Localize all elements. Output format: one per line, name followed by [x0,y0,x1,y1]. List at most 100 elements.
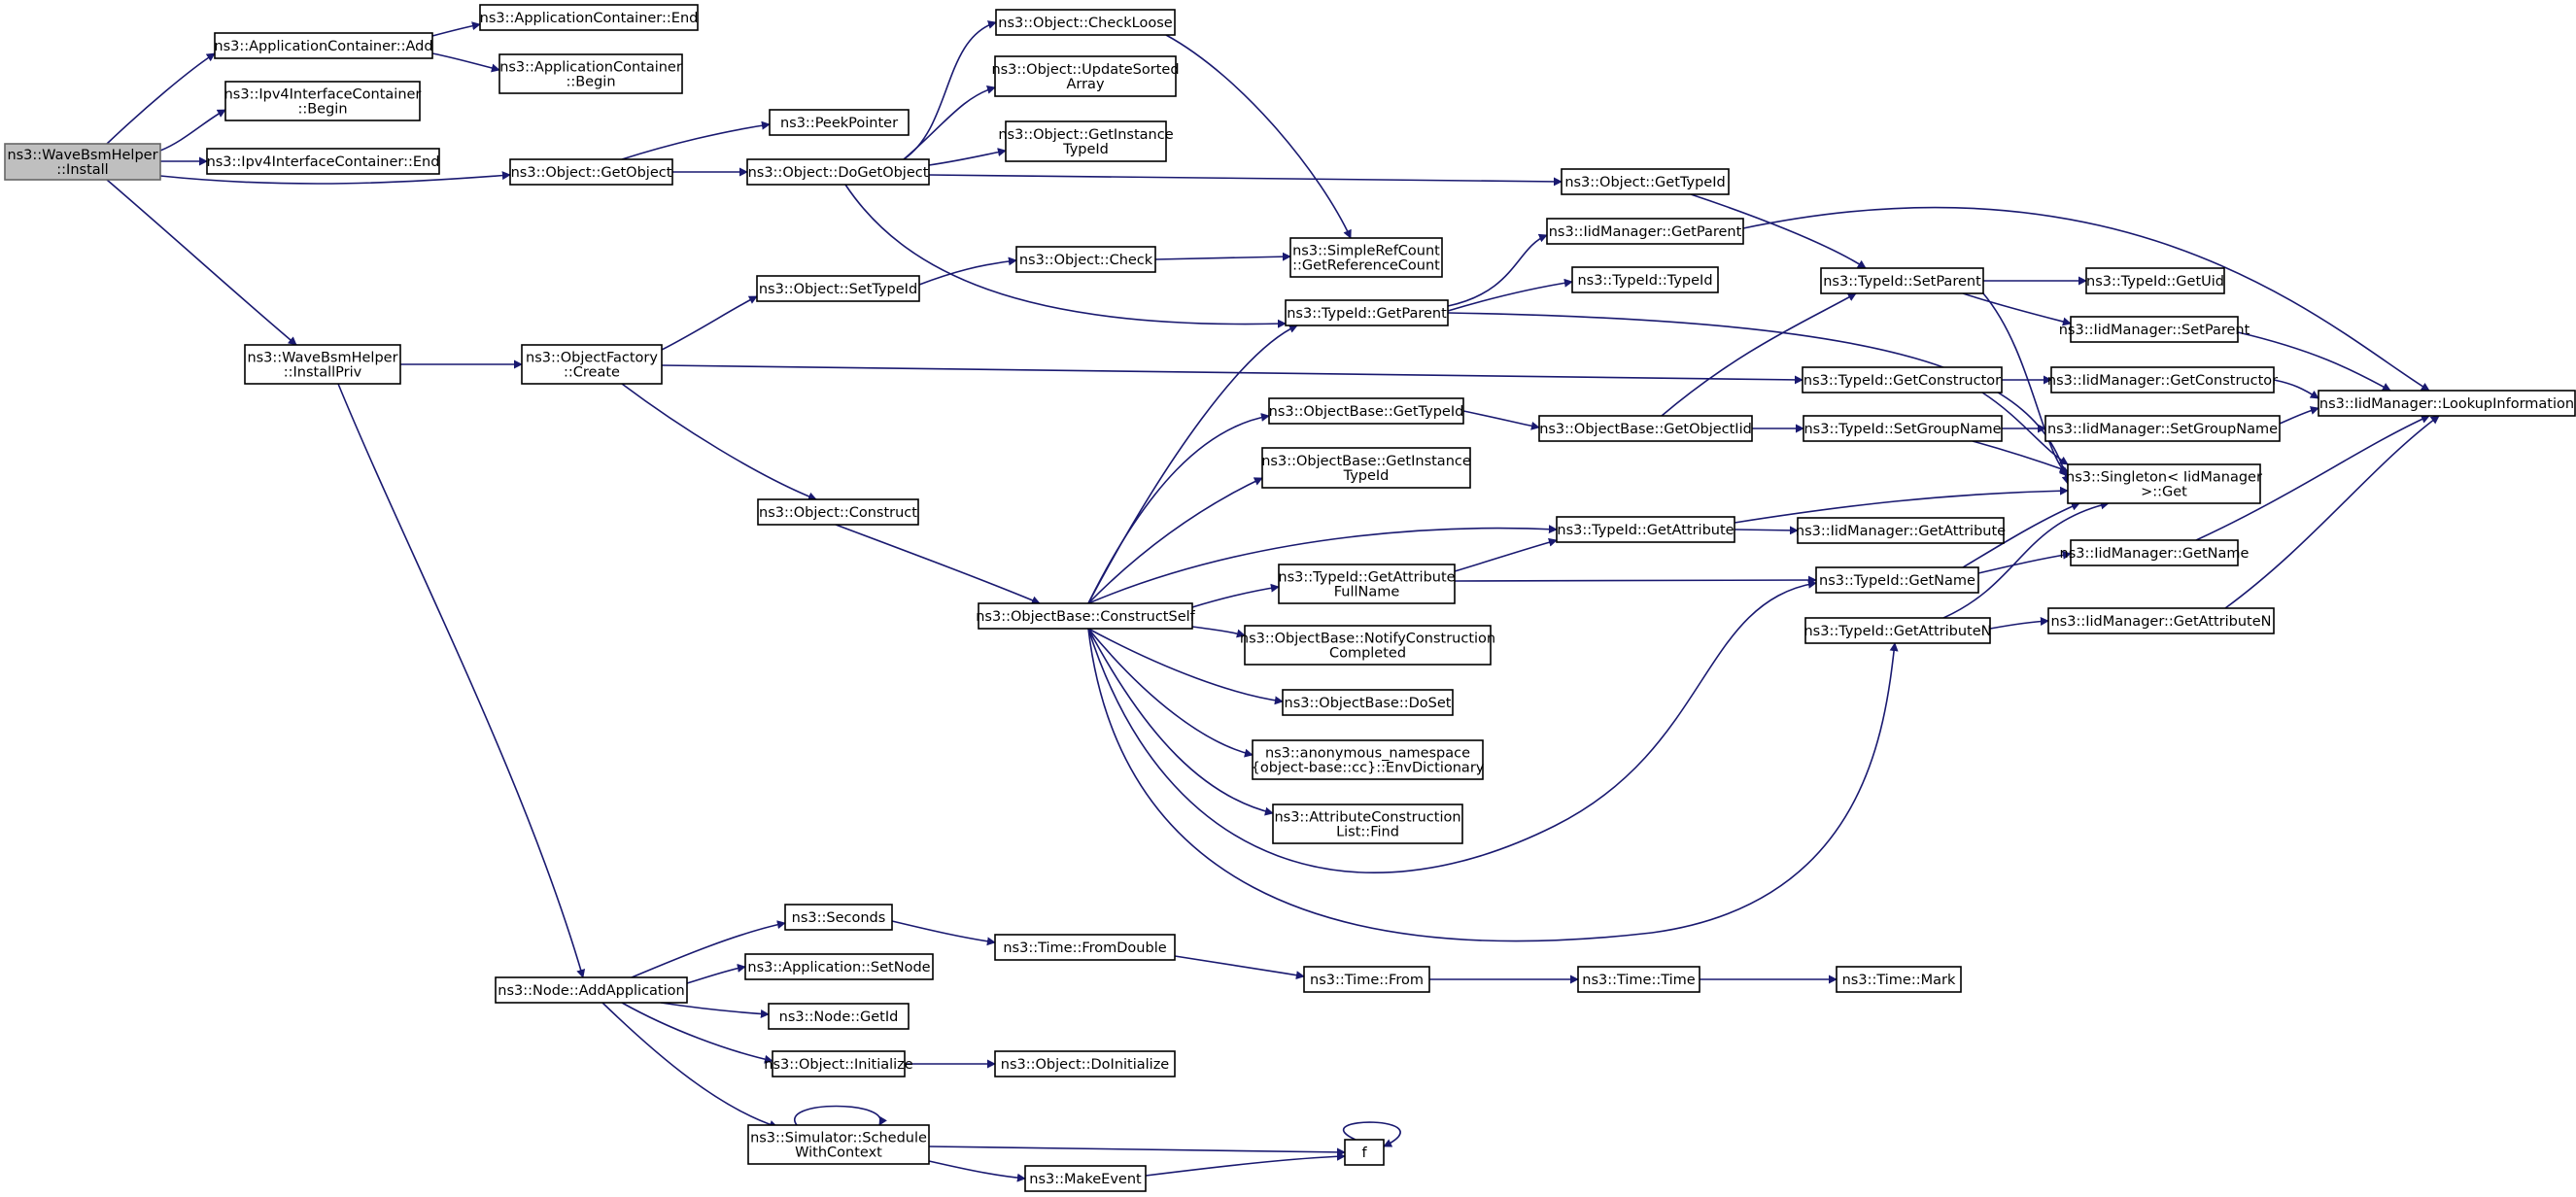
node-box [2044,415,2281,442]
nodes-layer: ns3::WaveBsmHelper::Installns3::Applicat… [4,4,2576,1192]
node-objbase-notify[interactable]: ns3::ObjectBase::NotifyConstructionCompl… [1240,625,1495,666]
node-obj-checkloose[interactable]: ns3::Object::CheckLoose [995,9,1176,36]
node-app-setnode[interactable]: ns3::Application::SetNode [744,953,934,980]
node-obj-getobject[interactable]: ns3::Object::GetObject [509,158,673,186]
node-box [1278,564,1456,604]
node-iid-setparent[interactable]: ns3::IidManager::SetParent [2059,316,2250,343]
node-iid-setgroupname[interactable]: ns3::IidManager::SetGroupName [2044,415,2281,442]
call-edge-objbase-constructself-to-objbase-getinstance [1087,477,1263,604]
call-edge-iid-getparent-to-iid-lookup [1742,206,2430,392]
node-obj-dogetobject[interactable]: ns3::Object::DoGetObject [746,158,930,186]
call-edge-typeid-getparent-to-iid-getparent [1447,233,1548,307]
call-edge-wave-install-to-ipv4-begin [159,109,226,152]
node-label: ns3::Object::UpdateSorted [991,62,1179,78]
node-iid-getconstructor[interactable]: ns3::IidManager::GetConstructor [2047,366,2278,393]
node-box [994,55,1177,97]
node-time-fromdouble[interactable]: ns3::Time::FromDouble [994,934,1176,961]
node-iid-getattributen[interactable]: ns3::IidManager::GetAttributeN [2047,607,2275,634]
node-typeid-getparent[interactable]: ns3::TypeId::GetParent [1285,299,1449,326]
node-typeid-setparent[interactable]: ns3::TypeId::SetParent [1820,267,1984,294]
node-typeid-getconstructor[interactable]: ns3::TypeId::GetConstructor [1802,366,2003,393]
node-label: ns3::IidManager::GetAttribute [1796,524,2006,539]
node-objfactory-create[interactable]: ns3::ObjectFactory::Create [521,344,663,385]
node-label: ns3::TypeId::SetGroupName [1803,422,2001,437]
call-edge-objfactory-create-to-obj-settypeid [661,295,758,351]
node-iid-getparent[interactable]: ns3::IidManager::GetParent [1546,218,1744,245]
call-edge-objbase-constructself-to-typeid-getattrfull [1191,583,1280,608]
node-objbase-getobjectiid[interactable]: ns3::ObjectBase::GetObjectIid [1538,415,1753,442]
node-label: Completed [1329,646,1406,662]
node-objbase-gettypeid[interactable]: ns3::ObjectBase::GetTypeId [1268,397,1464,425]
node-typeid-setgroupname[interactable]: ns3::TypeId::SetGroupName [1803,415,2003,442]
node-makeevent[interactable]: ns3::MakeEvent [1024,1165,1147,1192]
node-node-getid[interactable]: ns3::Node::GetId [768,1003,910,1030]
node-peek-pointer[interactable]: ns3::PeekPointer [769,109,910,136]
node-anon-envdict[interactable]: ns3::anonymous_namespace{object-base::cc… [1252,739,1485,780]
node-typeid-getattributen[interactable]: ns3::TypeId::GetAttributeN [1803,617,1992,644]
node-box [498,53,683,94]
node-box [1344,1139,1385,1166]
node-box [509,158,673,186]
node-label: ns3::TypeId::GetUid [2086,274,2224,290]
node-simplerefcount[interactable]: ns3::SimpleRefCount::GetReferenceCount [1289,237,1443,278]
node-wave-install[interactable]: ns3::WaveBsmHelper::Install [4,143,161,181]
node-label: ns3::Object::GetInstance [998,127,1173,143]
node-box [1561,168,1730,195]
call-edge-typeid-getparent-to-typeid-typeid [1447,278,1573,312]
node-appc-end[interactable]: ns3::ApplicationContainer::End [479,4,699,31]
node-box [1797,517,2005,544]
call-edge-objbase-constructself-to-typeid-getattribute [1087,525,1558,604]
node-iid-getattribute[interactable]: ns3::IidManager::GetAttribute [1796,517,2006,544]
node-f[interactable]: f [1344,1139,1385,1166]
node-box [772,1050,906,1077]
node-label: ns3::ObjectBase::NotifyConstruction [1240,632,1495,647]
node-ipv4-begin[interactable]: ns3::Ipv4InterfaceContainer::Begin [224,81,422,121]
call-edge-typeid-getname-to-singleton-get [1962,502,2080,568]
node-box [1836,966,1962,993]
node-obj-initialize[interactable]: ns3::Object::Initialize [764,1050,913,1077]
node-objbase-constructself[interactable]: ns3::ObjectBase::ConstructSelf [976,602,1196,630]
node-obj-gettypeid[interactable]: ns3::Object::GetTypeId [1561,168,1730,195]
node-obj-check[interactable]: ns3::Object::Check [1015,246,1156,273]
call-edge-obj-getobject-to-peek-pointer [621,120,771,160]
call-edge-node-addapp-to-seconds [631,920,786,978]
call-edge-f-to-f [1342,1121,1401,1147]
node-time-from[interactable]: ns3::Time::From [1303,966,1430,993]
node-appc-begin[interactable]: ns3::ApplicationContainer::Begin [498,53,683,94]
node-label: ns3::ObjectBase::DoSet [1285,696,1452,711]
node-obj-construct[interactable]: ns3::Object::Construct [757,498,919,526]
node-obj-doinitialize[interactable]: ns3::Object::DoInitialize [994,1050,1176,1077]
node-wave-installpriv[interactable]: ns3::WaveBsmHelper::InstallPriv [244,344,401,385]
node-label: >::Get [2141,485,2187,500]
node-typeid-getattribute[interactable]: ns3::TypeId::GetAttribute [1556,516,1735,543]
node-iid-getname[interactable]: ns3::IidManager::GetName [2060,539,2250,566]
node-time-time[interactable]: ns3::Time::Time [1577,966,1700,993]
call-edge-sim-schedule-to-f [928,1146,1346,1157]
node-time-mark[interactable]: ns3::Time::Mark [1836,966,1962,993]
node-box [1802,366,2003,393]
node-box [206,148,440,175]
call-edge-objbase-constructself-to-typeid-getname [1087,579,1817,873]
node-singleton-get[interactable]: ns3::Singleton< IidManager >::Get [2066,463,2262,504]
node-appc-add[interactable]: ns3::ApplicationContainer::Add [214,32,433,59]
node-iid-lookup[interactable]: ns3::IidManager::LookupInformation [2318,390,2576,417]
node-label: ns3::SimpleRefCount [1292,244,1440,259]
call-edge-iid-setparent-to-iid-lookup [2237,331,2391,392]
node-typeid-typeid[interactable]: ns3::TypeId::TypeId [1571,266,1719,293]
node-typeid-getuid[interactable]: ns3::TypeId::GetUid [2085,267,2225,294]
node-label: ::Create [564,365,620,381]
node-objbase-doset[interactable]: ns3::ObjectBase::DoSet [1282,689,1454,716]
node-node-addapp[interactable]: ns3::Node::AddApplication [495,976,688,1004]
node-obj-settypeid[interactable]: ns3::Object::SetTypeId [756,275,920,302]
node-seconds[interactable]: ns3::Seconds [784,904,893,931]
node-label: ns3::IidManager::LookupInformation [2319,396,2574,412]
node-ipv4-end[interactable]: ns3::Ipv4InterfaceContainer::End [206,148,440,175]
node-typeid-getname[interactable]: ns3::TypeId::GetName [1815,566,1979,594]
node-label: ns3::IidManager::GetName [2060,546,2250,562]
